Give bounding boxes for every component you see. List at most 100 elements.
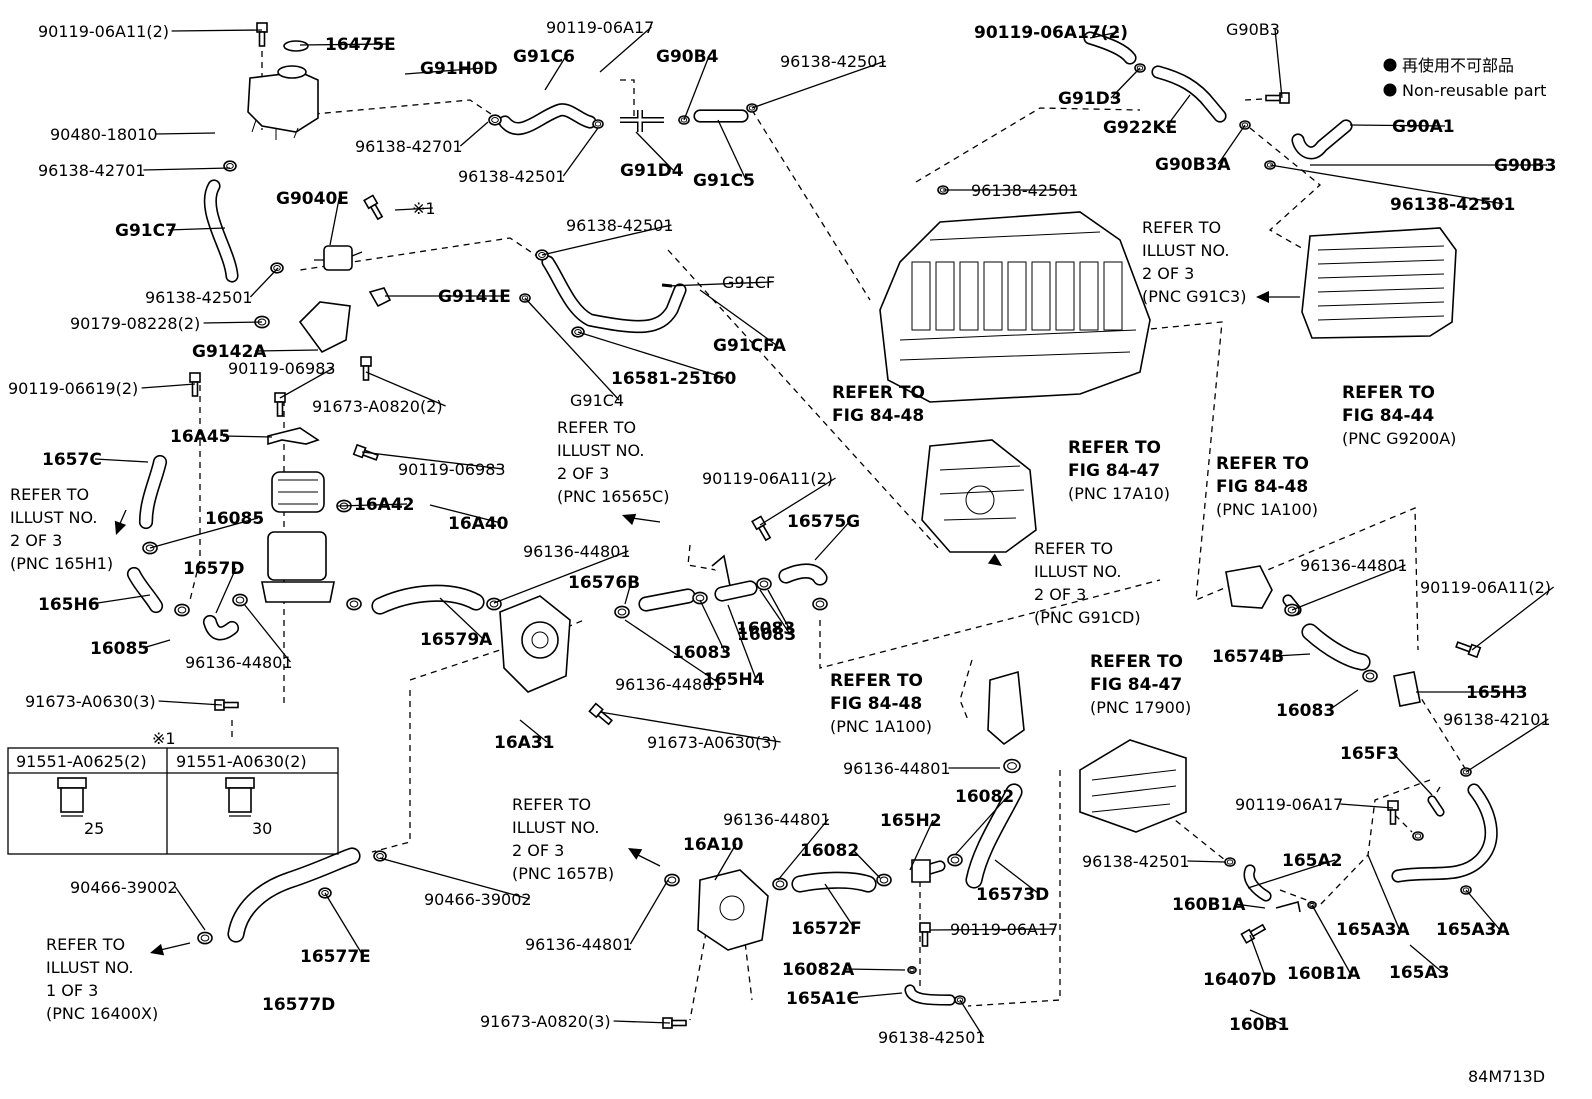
dashed-guide-line [959, 659, 973, 721]
hose-clamp [491, 116, 499, 124]
reference-note-line: (PNC G91C3) [1142, 287, 1246, 306]
part-number-label: G91CF [722, 273, 775, 292]
part-number-label: 90119-06A17(2) [974, 23, 1128, 43]
reference-arrow-shaft [635, 853, 661, 867]
part-number-label: 16575G [787, 512, 860, 532]
bolt-shank [223, 701, 239, 709]
leader-line [215, 567, 237, 614]
part-number-label: 16A40 [448, 514, 509, 534]
hose-16577D [229, 849, 359, 941]
note-table-frame [7, 747, 339, 855]
reference-arrow-icon [150, 943, 165, 956]
hose-clamp [772, 877, 788, 891]
reference-note-line: 2 OF 3 [10, 531, 62, 550]
reference-note-line: REFER TO [1034, 539, 1113, 558]
dashed-guide-line [1249, 127, 1321, 251]
part-number-label: 165H3 [1466, 683, 1528, 703]
part-number-label: 16082 [955, 787, 1014, 807]
engine-fin [983, 261, 1003, 331]
part-number-label: 16083 [737, 625, 796, 645]
pipe-joint-G91D4 [620, 110, 664, 132]
leader-line [519, 719, 548, 743]
leader-line [459, 121, 489, 147]
bolt-shank [191, 381, 199, 397]
hose-clamp [197, 931, 213, 945]
engine-fin [911, 261, 931, 331]
leader-line [1465, 718, 1549, 773]
engine-fin [1055, 261, 1075, 331]
hose-16574B [1303, 625, 1369, 669]
engine-fin [935, 261, 955, 331]
reference-note-line: ILLUST NO. [10, 508, 97, 527]
dashed-guide-line [1394, 814, 1413, 833]
part-number-label: 16082A [782, 960, 855, 980]
part-number-label: 16577E [300, 947, 371, 967]
part-number-label: 90119-06A17 [546, 18, 654, 37]
flange-bolt-shank-icon [228, 787, 252, 813]
dashed-guide-line [819, 579, 1161, 669]
reference-note-line: ILLUST NO. [557, 441, 644, 460]
water-pump-impeller [521, 621, 559, 659]
leader-line [929, 928, 1056, 931]
hose-16576B [640, 590, 694, 610]
inverter-rib [1317, 301, 1445, 307]
non-reusable-dot-icon [1383, 58, 1397, 72]
leader-line [1089, 31, 1119, 39]
leader-line [1247, 859, 1336, 889]
note-table-col1: 91551-A0625(2) [16, 752, 147, 771]
bolt-icon [588, 702, 613, 726]
dashed-guide-line [687, 544, 717, 571]
inverter-rib [1317, 259, 1445, 265]
leader-line [954, 795, 1009, 856]
part-number-label: 90466-39002 [424, 890, 532, 909]
part-number-label: 91673-A0630(3) [25, 692, 156, 711]
part-number-label: 165A1C [786, 989, 859, 1009]
leader-line [1340, 803, 1394, 809]
bolt-head [919, 922, 931, 933]
part-number-label: 16577D [262, 995, 335, 1015]
leader-line [1465, 889, 1500, 930]
part-number-label: 90119-06983 [228, 359, 336, 378]
hose-clamp [1287, 606, 1297, 614]
hose-clamp [907, 965, 917, 974]
hose-clamp [692, 591, 708, 605]
hose-clamp [947, 853, 963, 867]
leader-line [599, 711, 781, 743]
leader-line [493, 550, 629, 604]
hose-165H4 [716, 582, 756, 600]
hose-clamp [1362, 669, 1378, 683]
hose-clamp [486, 597, 502, 611]
leader-line [994, 859, 1040, 895]
leader-line [1217, 124, 1246, 165]
part-number-label: 16A10 [683, 835, 744, 855]
leader-line [1249, 1009, 1283, 1025]
part-number-label: 16407D [1203, 970, 1276, 990]
leader-line [249, 267, 279, 298]
pump-16A10-hub [719, 895, 745, 921]
reservoir-bracket [251, 119, 299, 140]
hose-clamp [759, 580, 769, 588]
reference-note-line: (PNC 165H1) [10, 554, 113, 573]
leader-line [337, 503, 408, 507]
part-number-label: 16083 [736, 619, 795, 639]
leader-line [90, 594, 151, 605]
leader-line [1235, 903, 1266, 909]
legend-japanese-text: 再使用不可部品 [1402, 56, 1514, 75]
bolt-head [360, 356, 372, 367]
hose-clamp [950, 856, 960, 864]
leader-line [767, 589, 790, 629]
reference-arrow-icon [628, 848, 643, 860]
leader-line [683, 55, 710, 121]
part-number-label: 16083 [1276, 701, 1335, 721]
part-number-label: 165H6 [38, 595, 100, 615]
reference-note-line: REFER TO [832, 383, 925, 403]
hose-clamp [1309, 902, 1315, 908]
leader-line [361, 451, 504, 470]
filter-base [261, 581, 335, 603]
hose-165A3 [1393, 785, 1497, 881]
leader-line [541, 224, 672, 256]
part-number-label: 96136-44801 [723, 810, 831, 829]
reference-note-line: FIG 84-48 [1216, 477, 1308, 497]
inverter-G9200A [1301, 227, 1457, 339]
reference-note-line: REFER TO [1068, 438, 1161, 458]
